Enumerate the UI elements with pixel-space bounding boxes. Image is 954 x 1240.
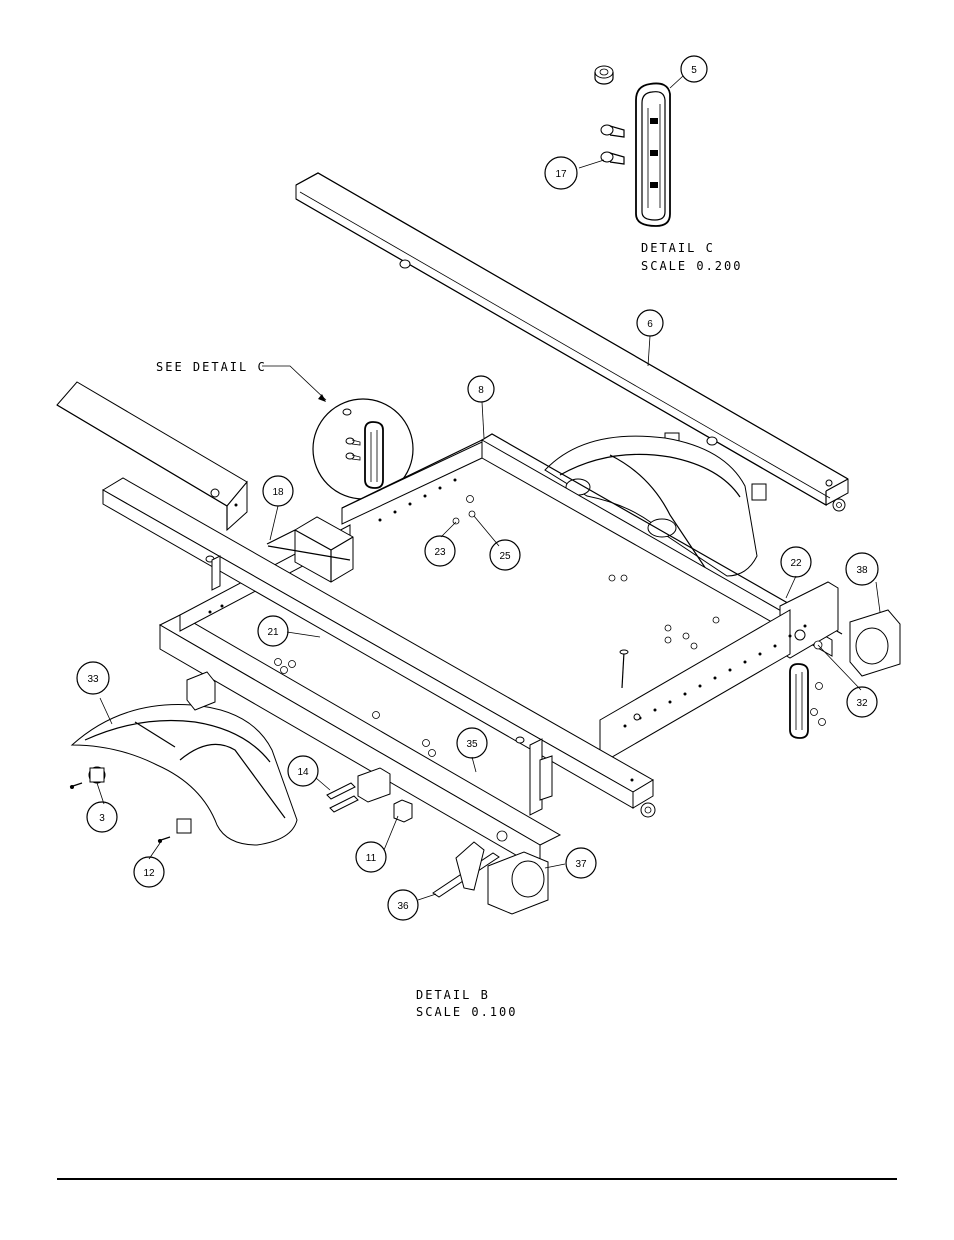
detail-b-title: DETAIL B	[416, 988, 490, 1002]
callout-33: 33	[76, 661, 110, 695]
callout-11: 11	[355, 841, 387, 873]
light-bracket-36	[432, 841, 500, 898]
svg-text:5: 5	[691, 65, 697, 76]
svg-text:37: 37	[575, 859, 587, 870]
callout-22: 22	[780, 546, 812, 578]
square-tube-left	[56, 381, 248, 532]
main-frame-part-8	[158, 433, 843, 870]
svg-text:6: 6	[647, 319, 653, 330]
svg-text:18: 18	[272, 487, 284, 498]
slotted-bracket-front	[529, 738, 553, 816]
callout-37: 37	[565, 847, 597, 879]
svg-text:8: 8	[478, 385, 484, 396]
fastener-icon	[69, 495, 826, 843]
detail-c-view: DETAIL C SCALE 0.200	[578, 65, 742, 273]
svg-text:35: 35	[466, 739, 478, 750]
fender-rear	[544, 435, 758, 577]
callout-3: 3	[86, 801, 118, 833]
svg-text:11: 11	[366, 853, 377, 864]
bracket-left	[211, 555, 221, 591]
hitch-bracket	[266, 516, 354, 583]
callout-8: 8	[467, 375, 495, 403]
svg-text:33: 33	[87, 674, 99, 685]
svg-text:23: 23	[434, 547, 446, 558]
svg-text:22: 22	[790, 558, 802, 569]
callout-14: 14	[287, 755, 319, 787]
front-crossbar	[102, 477, 656, 818]
long-bar-part-6	[295, 172, 849, 512]
callout-36: 36	[387, 889, 419, 921]
callout-21: 21	[257, 615, 289, 647]
svg-text:21: 21	[267, 627, 279, 638]
detail-c-title: DETAIL C	[641, 241, 715, 255]
detail-c-scale: SCALE 0.200	[641, 259, 742, 273]
nut-icon	[594, 65, 614, 85]
detail-b-scale: SCALE 0.100	[416, 1005, 517, 1019]
detail-c-bubble	[312, 398, 414, 500]
callout-18: 18	[262, 475, 294, 507]
svg-text:25: 25	[499, 551, 511, 562]
callout-32: 32	[846, 686, 878, 718]
light-37	[487, 851, 549, 915]
callout-35: 35	[456, 727, 488, 759]
svg-text:38: 38	[856, 565, 868, 576]
slotted-bracket-icon	[635, 82, 671, 227]
slotted-bracket-32	[789, 663, 809, 739]
svg-text:14: 14	[297, 767, 309, 778]
svg-text:17: 17	[555, 169, 567, 180]
light-38	[849, 609, 901, 677]
callout-38: 38	[845, 552, 879, 586]
svg-text:12: 12	[143, 868, 155, 879]
see-detail-c-note: SEE DETAIL C	[156, 360, 267, 374]
callout-23: 23	[424, 535, 456, 567]
callout-leaders	[96, 335, 881, 901]
callout-17: 17	[544, 156, 578, 190]
callout-25: 25	[489, 539, 521, 571]
svg-text:3: 3	[99, 813, 105, 824]
svg-text:36: 36	[397, 901, 409, 912]
bolt-icon	[600, 124, 625, 165]
fender-front	[70, 671, 298, 846]
callout-6: 6	[636, 309, 664, 337]
svg-text:32: 32	[856, 698, 868, 709]
callout-12: 12	[133, 856, 165, 888]
callout-5: 5	[680, 55, 708, 83]
